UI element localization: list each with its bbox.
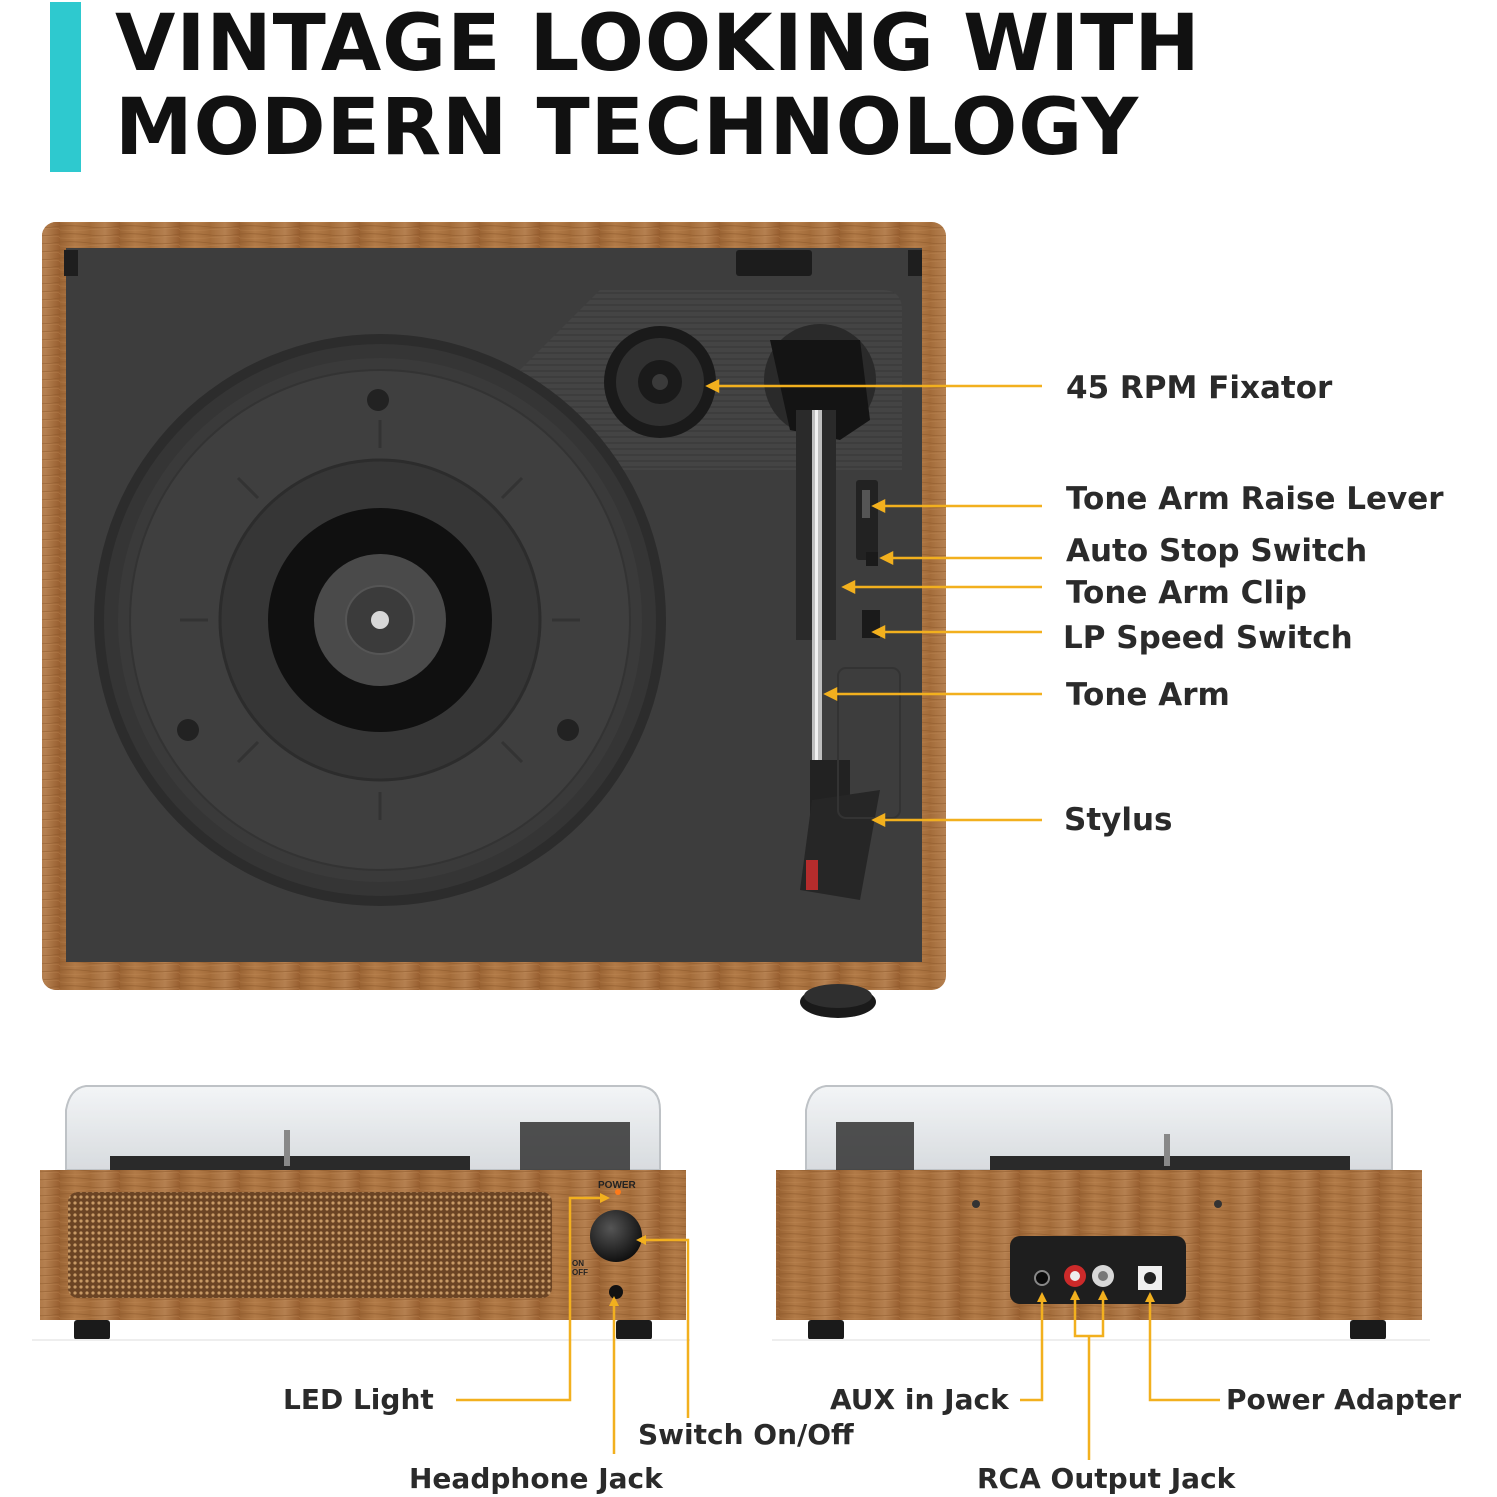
front-panel-off-text: OFF (572, 1268, 588, 1277)
accent-bar (50, 2, 81, 172)
front-panel-on-text: ON (572, 1259, 584, 1268)
label-tone-arm: Tone Arm (1066, 677, 1230, 713)
turntable-front-view (32, 1085, 690, 1341)
headline-line-1: VINTAGE LOOKING WITH (115, 0, 1201, 89)
top-callout-lines (705, 378, 1042, 828)
turntable-back-view (772, 1085, 1430, 1341)
label-power-adapter: Power Adapter (1226, 1383, 1462, 1416)
label-headphone-jack: Headphone Jack (409, 1462, 663, 1495)
platter (94, 334, 666, 906)
label-switch-on-off: Switch On/Off (638, 1418, 854, 1451)
label-auto-stop-switch: Auto Stop Switch (1066, 533, 1368, 569)
label-stylus: Stylus (1064, 802, 1173, 838)
headline-line-2: MODERN TECHNOLOGY (115, 83, 1140, 173)
front-panel-power-text: POWER (598, 1180, 637, 1191)
back-callout-arrows (1037, 1290, 1155, 1302)
label-rca-output-jack: RCA Output Jack (977, 1462, 1236, 1495)
label-lp-speed-switch: LP Speed Switch (1063, 620, 1353, 656)
back-callout-lines (1020, 1292, 1220, 1460)
page-headline: VINTAGE LOOKING WITH MODERN TECHNOLOGY (115, 2, 1201, 170)
label-led-light: LED Light (283, 1383, 434, 1416)
label-45-rpm-fixator: 45 RPM Fixator (1066, 370, 1333, 406)
front-callout-lines (456, 1196, 690, 1454)
turntable-top-view (42, 222, 946, 1018)
label-aux-in-jack: AUX in Jack (830, 1383, 1009, 1416)
front-callout-arrows (600, 1193, 646, 1306)
45-rpm-adapter (604, 326, 716, 438)
tone-arm (764, 324, 901, 900)
label-tone-arm-raise-lever: Tone Arm Raise Lever (1066, 481, 1444, 517)
label-tone-arm-clip: Tone Arm Clip (1066, 575, 1307, 611)
